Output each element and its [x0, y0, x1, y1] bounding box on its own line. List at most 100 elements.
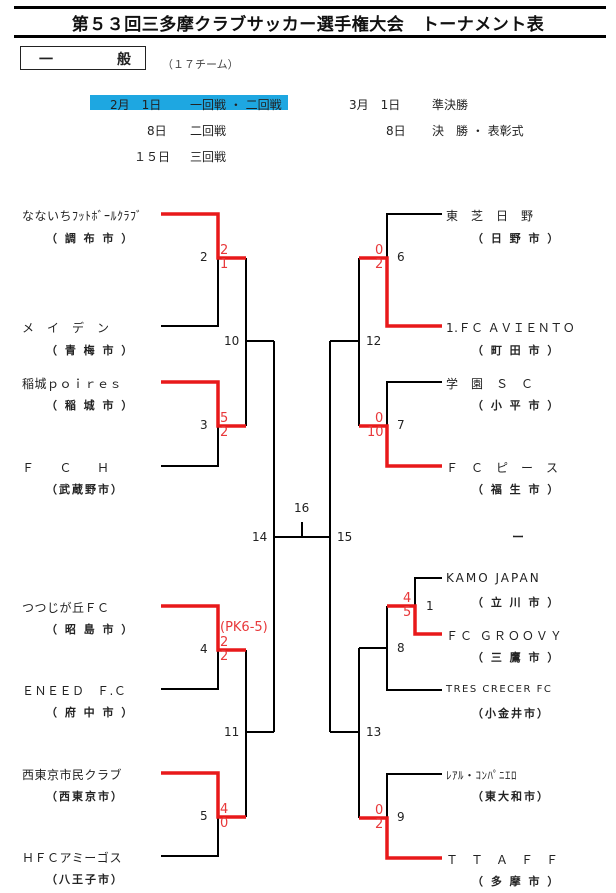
score-m1-bottom: 5 — [403, 605, 412, 620]
city-right-3: （ 小 平 市 ） — [472, 399, 561, 412]
city-right-6: （ 三 鷹 市 ） — [472, 651, 561, 664]
schedule-date-5: 8日 — [386, 124, 406, 138]
line-m5-bottom — [161, 817, 219, 857]
line-m6-top — [386, 213, 442, 258]
city-right-5: （ 立 川 市 ） — [472, 596, 561, 609]
score-m3-top: 5 — [220, 411, 229, 426]
winner-line-m9 — [359, 816, 442, 860]
team-right-3: 学 園 Ｓ Ｃ — [446, 377, 534, 391]
line-m9-top — [386, 773, 442, 818]
team-right-2: 1.ＦＣ ＡＶＩＥＮＴＯ — [446, 321, 576, 335]
city-left-1: （ 調 布 市 ） — [46, 232, 135, 245]
team-right-1: 東 芝 日 野 — [446, 209, 534, 223]
team-left-3: 稲城ｐｏｉｒｅｓ — [22, 377, 123, 391]
team-left-1: なないちﾌｯﾄﾎﾞｰﾙｸﾗﾌﾞ — [22, 209, 143, 223]
schedule-highlight — [90, 95, 288, 110]
score-m2-bottom: 1 — [220, 257, 229, 272]
match-label-10: 10 — [224, 334, 240, 348]
match-label-14: 14 — [252, 530, 268, 544]
winner-line-m3 — [161, 380, 246, 428]
match-label-2: 2 — [200, 250, 208, 264]
team-count: （１７チーム） — [162, 58, 239, 71]
match-label-7: 7 — [397, 418, 405, 432]
city-left-8: （八王子市） — [46, 873, 124, 886]
score-m4-pk: (PK6-5) — [220, 620, 268, 635]
line-m16 — [301, 522, 330, 538]
city-left-6: （ 府 中 市 ） — [46, 706, 135, 719]
team-right-7: TRES CRECER FC — [446, 684, 553, 695]
winner-line-m2 — [161, 212, 246, 260]
team-left-4: Ｆ Ｃ Ｈ — [22, 461, 110, 475]
winner-line-m1 — [387, 604, 442, 636]
score-m7-top: 0 — [375, 411, 384, 426]
score-m7-bottom: 10 — [367, 425, 384, 440]
city-left-2: （ 青 梅 市 ） — [46, 344, 135, 357]
team-left-5: つつじが丘ＦＣ — [22, 601, 110, 615]
schedule-round-3: 三回戦 — [190, 150, 227, 164]
match-label-4: 4 — [200, 642, 208, 656]
schedule-round-5: 決 勝 ・ 表彰式 — [432, 124, 524, 138]
score-m2-top: 2 — [220, 243, 229, 258]
line-m3-bottom — [161, 426, 219, 467]
city-right-9: （ 多 摩 市 ） — [472, 875, 561, 888]
line-m4-bottom — [161, 650, 219, 690]
schedule-date-1: 2月 1日 — [110, 98, 162, 112]
team-left-8: ＨＦＣアミーゴス — [22, 851, 123, 865]
title-bottom-rule — [14, 35, 606, 38]
match-label-6: 6 — [397, 250, 405, 264]
team-left-2: メ イ デ ン — [22, 321, 110, 335]
winner-line-m4 — [161, 604, 246, 652]
category-box: 一 般 — [20, 46, 146, 70]
match-label-8: 8 — [397, 641, 405, 655]
category-label-right: 般 — [117, 52, 131, 68]
score-m5-top: 4 — [220, 802, 229, 817]
schedule-round-2: 二回戦 — [190, 124, 227, 138]
team-right-5: KAMO JAPAN — [446, 571, 541, 585]
match-label-5: 5 — [200, 809, 208, 823]
team-right-6: ＦＣ ＧＲＯＯＶＹ — [446, 629, 564, 643]
line-m13 — [330, 648, 360, 818]
match-label-12: 12 — [366, 334, 382, 348]
line-m1-top — [414, 577, 442, 606]
match-label-11: 11 — [224, 725, 240, 739]
score-m9-top: 0 — [375, 803, 384, 818]
city-right-7: （小金井市） — [472, 707, 550, 720]
line-m12 — [330, 258, 360, 426]
city-right-2: （ 町 田 市 ） — [472, 344, 561, 357]
match-label-13: 13 — [366, 725, 382, 739]
city-left-7: （西東京市） — [46, 790, 124, 803]
schedule-round-1: 一回戦 ・ 二回戦 — [190, 98, 282, 112]
score-m5-bottom: 0 — [220, 816, 229, 831]
match-label-1: 1 — [426, 599, 434, 613]
score-m4-bottom: 2 — [220, 649, 229, 664]
team-right-4: Ｆ Ｃ ピ ー ス — [446, 461, 559, 475]
score-m6-bottom: 2 — [375, 257, 384, 272]
schedule-date-2: 8日 — [147, 124, 167, 138]
city-left-4: （武蔵野市） — [46, 483, 124, 496]
line-m2-bottom — [161, 258, 219, 327]
line-m8 — [359, 606, 442, 691]
score-m1-top: 4 — [403, 591, 412, 606]
page-title: 第５３回三多摩クラブサッカー選手権大会 トーナメント表 — [71, 15, 545, 35]
score-m6-top: 0 — [375, 243, 384, 258]
score-m9-bottom: 2 — [375, 817, 384, 832]
schedule-date-4: 3月 1日 — [349, 98, 401, 112]
team-left-7: 西東京市民クラブ — [22, 768, 123, 782]
title-top-rule — [14, 6, 606, 9]
match-label-9: 9 — [397, 810, 405, 824]
line-m14 — [273, 341, 302, 732]
schedule-date-3: １５日 — [134, 150, 171, 164]
city-left-5: （ 昭 島 市 ） — [46, 623, 135, 636]
city-left-3: （ 稲 城 市 ） — [46, 399, 135, 412]
city-right-1: （ 日 野 市 ） — [472, 232, 561, 245]
winner-line-m6 — [359, 256, 442, 328]
score-m3-bottom: 2 — [220, 425, 229, 440]
team-right-8: ﾚｱﾙ・ｺﾝﾊﾟﾆｴﾛ — [446, 769, 517, 782]
city-right-8: （東大和市） — [472, 790, 550, 803]
schedule-round-4: 準決勝 — [432, 98, 469, 112]
line-m10 — [245, 258, 274, 426]
match-label-15: 15 — [337, 530, 353, 544]
team-right-9: Ｔ Ｔ Ａ Ｆ Ｆ — [446, 853, 559, 867]
line-m7-top — [386, 381, 442, 426]
